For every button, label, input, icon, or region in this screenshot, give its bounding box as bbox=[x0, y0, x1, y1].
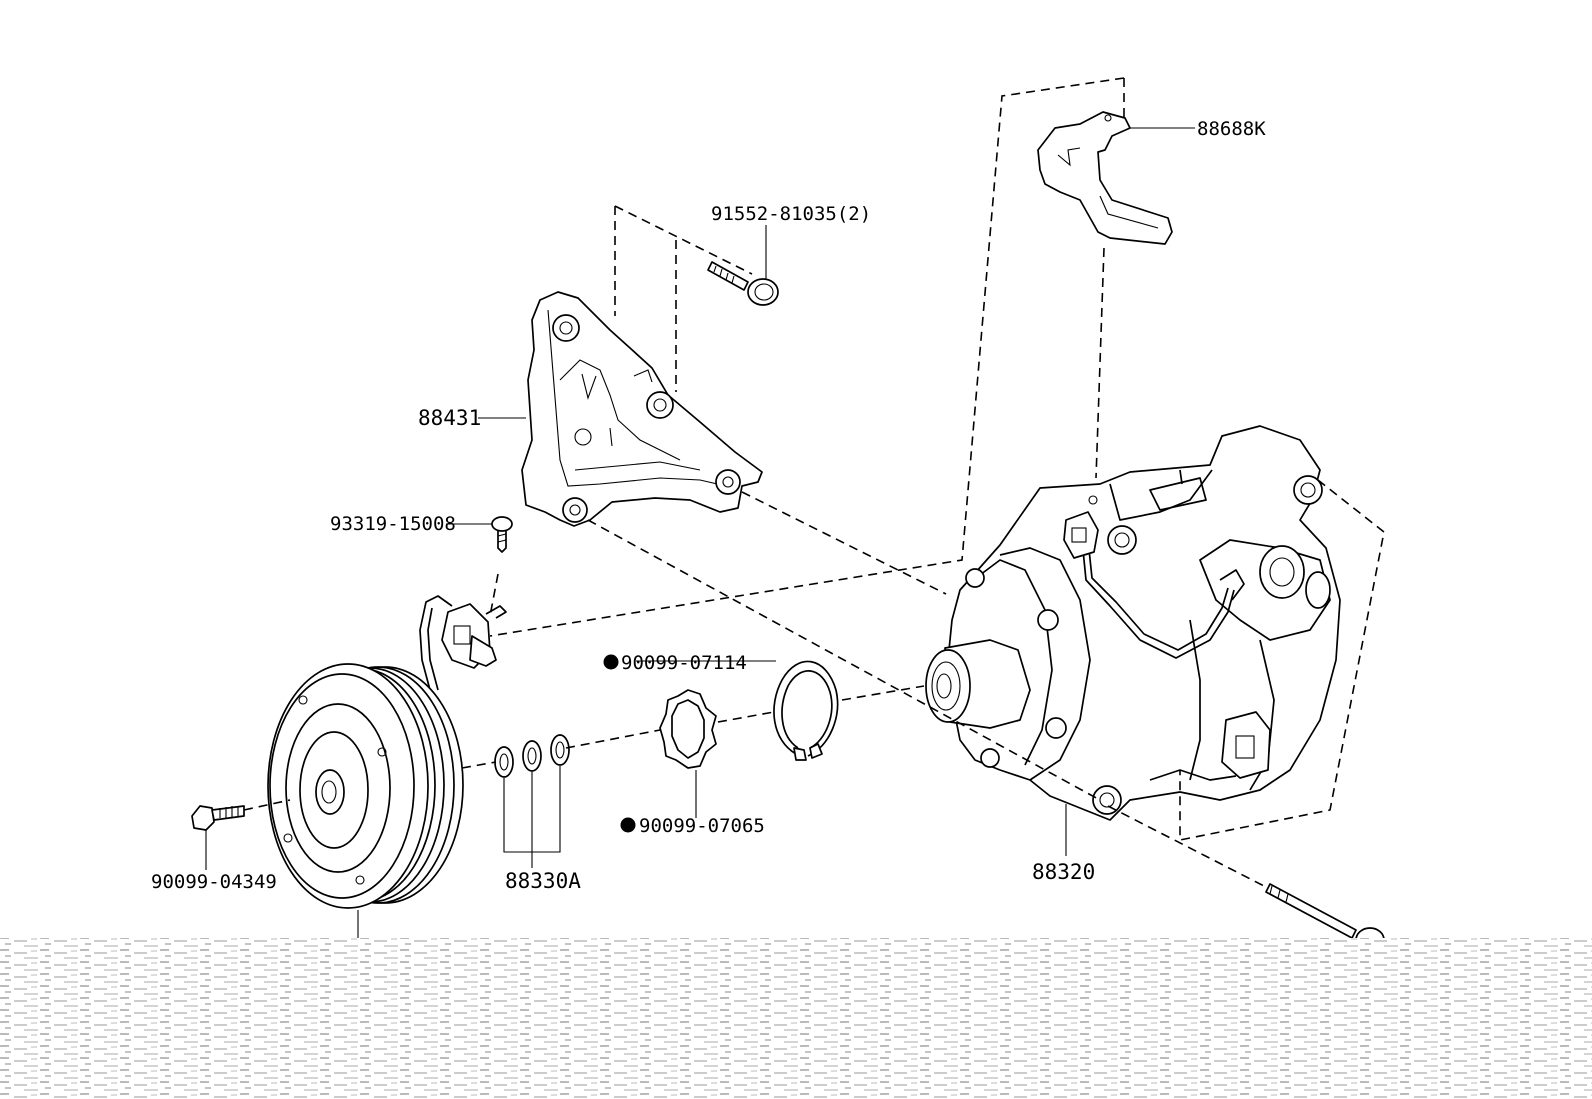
part-number-88688k: 88688K bbox=[1197, 118, 1266, 140]
non-reusable-marker-07114 bbox=[603, 654, 619, 670]
ac-compressor-88320[interactable] bbox=[925, 425, 1341, 821]
part-number-90099-04349: 90099-04349 bbox=[151, 871, 277, 893]
part-number-88320: 88320 bbox=[1032, 860, 1095, 884]
part-number-88330a: 88330A bbox=[505, 869, 581, 893]
bolt-91552[interactable] bbox=[707, 261, 779, 306]
part-number-90099-07065: 90099-07065 bbox=[639, 815, 765, 837]
shims-88330a[interactable] bbox=[494, 734, 570, 778]
mounting-bracket-88431[interactable] bbox=[521, 291, 763, 527]
part-number-90099-07114: 90099-07114 bbox=[621, 652, 747, 674]
assembly-guide-lines bbox=[243, 77, 1385, 887]
non-reusable-marker-07065 bbox=[620, 817, 636, 833]
clutch-bolt-90099-04349[interactable] bbox=[191, 805, 245, 831]
part-number-88431: 88431 bbox=[418, 406, 481, 430]
part-number-93319: 93319-15008 bbox=[330, 513, 456, 535]
retaining-ring-90099-07065[interactable] bbox=[659, 689, 717, 769]
scan-noise-band bbox=[0, 938, 1592, 1099]
snap-ring-90099-07114[interactable] bbox=[773, 660, 839, 761]
bracket-clip-88688k[interactable] bbox=[1037, 111, 1173, 245]
screw-93319[interactable] bbox=[491, 516, 513, 553]
leader-bracket bbox=[503, 766, 561, 868]
magnetic-clutch-pulley[interactable] bbox=[267, 663, 464, 909]
part-number-91552: 91552-81035(2) bbox=[711, 203, 871, 225]
clutch-wire-connector[interactable] bbox=[419, 595, 507, 691]
